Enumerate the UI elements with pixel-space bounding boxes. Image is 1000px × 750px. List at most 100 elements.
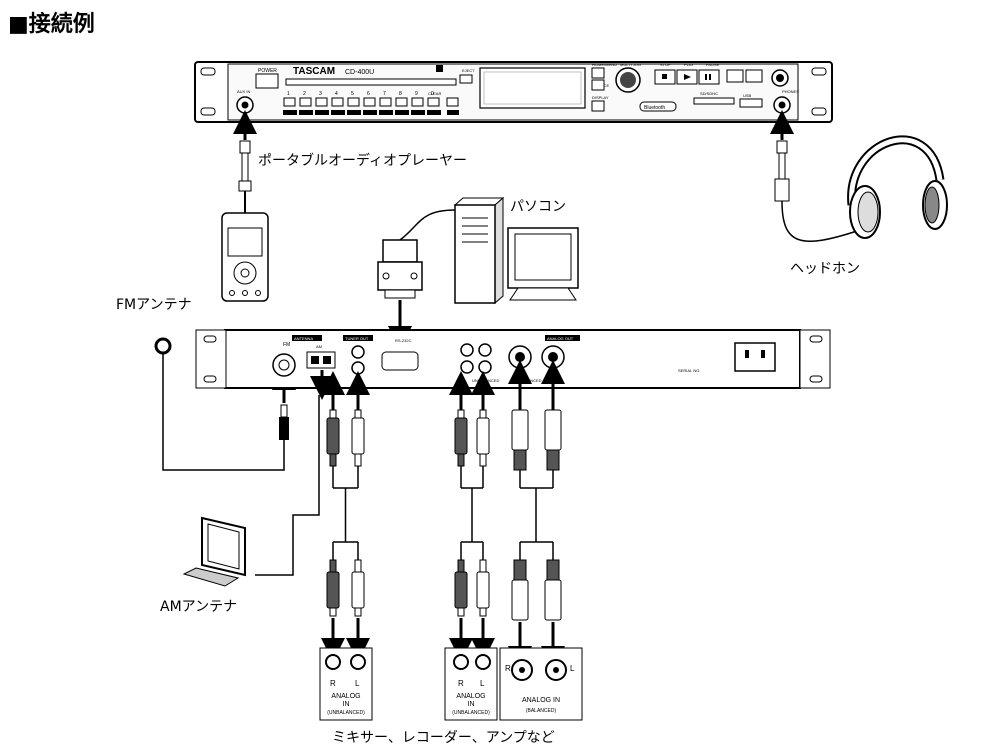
- mini-plug-aux: [233, 110, 257, 213]
- svg-text:R: R: [330, 679, 336, 688]
- number-key: [315, 97, 328, 107]
- rca-plug: [454, 571, 468, 609]
- xlr-boot: [546, 559, 560, 581]
- am-antenna: [182, 370, 334, 587]
- xlr-plug: [511, 579, 529, 621]
- xlr-cable: [508, 360, 532, 670]
- number-key-label: 4: [335, 91, 338, 97]
- svg-text:IN: IN: [343, 701, 350, 708]
- rca-boot: [457, 453, 465, 467]
- number-key: [363, 97, 376, 107]
- svg-text:PHONES: PHONES: [782, 89, 799, 94]
- svg-text:USB: USB: [743, 93, 752, 98]
- number-key-label: 9: [415, 91, 418, 97]
- number-key-label: 1: [287, 91, 290, 97]
- fm-antenna: [154, 337, 296, 471]
- rca-plug: [351, 417, 365, 455]
- analog-input-balanced: R L ANALOG IN (BALANCED): [499, 647, 583, 721]
- serial-cable: [377, 209, 456, 350]
- number-key-caption: [331, 110, 345, 115]
- number-key: [283, 97, 296, 107]
- power-label: POWER: [258, 68, 277, 74]
- svg-text:AM: AM: [316, 344, 322, 349]
- number-key-label: 7: [383, 91, 386, 97]
- ac-inlet: [734, 342, 776, 372]
- page-title: ■接続例: [8, 12, 95, 37]
- svg-text:L: L: [355, 679, 360, 688]
- number-key: [331, 97, 344, 107]
- svg-text:L: L: [570, 664, 575, 673]
- svg-text:DISPLAY: DISPLAY: [592, 95, 609, 100]
- rca-tip: [329, 409, 337, 419]
- rca-boot: [329, 453, 337, 467]
- svg-text:IN: IN: [468, 701, 475, 708]
- rca-plug: [326, 571, 340, 609]
- rca-boot: [354, 559, 362, 573]
- rca-boot: [329, 559, 337, 573]
- usb-port: [739, 98, 763, 108]
- xlr-boot: [513, 559, 527, 581]
- rca-plug: [476, 417, 490, 455]
- xlr-boot: [513, 449, 527, 471]
- number-key-label: 8: [399, 91, 402, 97]
- xlr-plug: [544, 579, 562, 621]
- svg-text:UNBALANCED: UNBALANCED: [472, 378, 499, 383]
- svg-text:R: R: [458, 679, 464, 688]
- pc-label: パソコン: [510, 199, 566, 215]
- xlr-plug: [544, 409, 562, 451]
- aux-in-label: AUX IN: [237, 89, 250, 94]
- svg-text:FM: FM: [283, 342, 290, 348]
- rca-cables: [321, 371, 495, 662]
- rca-plug: [351, 571, 365, 609]
- analog-input-unbalanced-1: R L ANALOG IN (UNBALANCED): [319, 647, 373, 721]
- svg-text:(UNBALANCED): (UNBALANCED): [327, 710, 365, 716]
- lcd-display: [479, 67, 586, 109]
- number-key-caption: [411, 110, 425, 115]
- analog-input-unbalanced-2: R L ANALOG IN (UNBALANCED): [444, 647, 498, 721]
- number-key: [299, 97, 312, 107]
- rca-plug: [476, 571, 490, 609]
- xlr-cables: [508, 360, 565, 670]
- number-key: [347, 97, 360, 107]
- cd-logo-icon: [436, 65, 443, 72]
- brand-label: TASCAM: [293, 66, 335, 77]
- number-key-label: 6: [367, 91, 370, 97]
- rca-tip: [329, 607, 337, 617]
- number-key-caption: [347, 110, 361, 115]
- portable-audio-player-icon: [221, 212, 269, 302]
- xlr-boot: [546, 449, 560, 471]
- svg-text:ANALOG: ANALOG: [331, 693, 360, 700]
- eject-label: EJECT: [462, 68, 475, 73]
- svg-text:TUNER OUT: TUNER OUT: [345, 336, 369, 341]
- number-key-label: 2: [303, 91, 306, 97]
- rs232c-port: [381, 351, 419, 371]
- bottom-caption: ミキサー、レコーダー、アンプなど: [332, 730, 555, 746]
- bluetooth-icon: [639, 101, 677, 112]
- svg-text:Bluetooth: Bluetooth: [644, 105, 665, 111]
- rca-boot: [479, 559, 487, 573]
- rca-tip: [479, 409, 487, 419]
- model-label: CD-400U: [345, 69, 374, 76]
- number-key-caption: [363, 110, 377, 115]
- svg-text:PAUSE: PAUSE: [706, 62, 720, 67]
- svg-text:RS-232C: RS-232C: [395, 338, 412, 343]
- number-key-caption: [427, 110, 441, 115]
- svg-text:R: R: [505, 664, 511, 673]
- svg-text:BALANCED: BALANCED: [520, 378, 542, 383]
- number-key-caption: [299, 110, 313, 115]
- cd-player-rear-panel: FM ANTENNA AM TUNER OUT RS-232C UNBALANC…: [195, 329, 831, 389]
- svg-text:SD/SDHC: SD/SDHC: [700, 91, 718, 96]
- svg-text:MULTI JOG: MULTI JOG: [620, 62, 641, 67]
- rca-cable-tuner-out: [321, 371, 370, 662]
- svg-text:ANALOG OUT: ANALOG OUT: [547, 336, 574, 341]
- rca-boot: [354, 453, 362, 467]
- rca-tip: [354, 607, 362, 617]
- clear-label: CLEAR: [428, 91, 441, 96]
- headphone-plug: [770, 110, 861, 242]
- number-key-caption: [283, 110, 297, 115]
- number-key: [379, 97, 392, 107]
- svg-text:SERIAL NO.: SERIAL NO.: [678, 368, 700, 373]
